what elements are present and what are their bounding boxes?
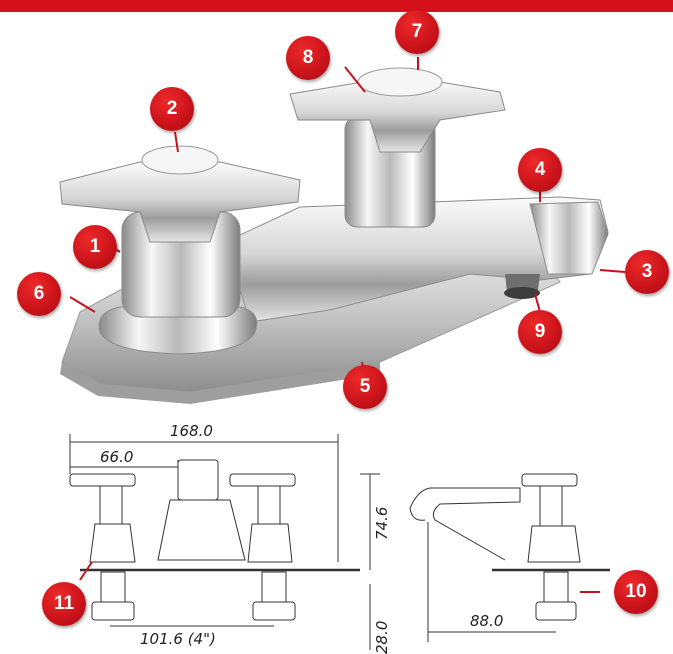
callout-marker-2: 2 <box>150 87 194 131</box>
side-view <box>409 473 581 621</box>
callout-marker-10: 10 <box>614 570 658 614</box>
top-accent-bar <box>0 0 673 12</box>
drawing-leaders <box>79 561 600 593</box>
front-view <box>69 459 296 621</box>
dim-handle-offset: 66.0 <box>100 448 133 466</box>
spout <box>224 196 609 323</box>
callout-marker-9: 9 <box>518 310 562 354</box>
callout-marker-5: 5 <box>343 365 387 409</box>
dim-spout-reach: 88.0 <box>470 612 503 630</box>
dimension-drawing: 168.0 66.0 74.6 101.6 (4") 28.0 88.0 <box>69 422 610 654</box>
callout-marker-7: 7 <box>395 10 439 54</box>
dim-body-height: 74.6 <box>373 507 391 540</box>
callout-marker-3: 3 <box>625 250 669 294</box>
front-handle <box>59 145 301 355</box>
callout-marker-8: 8 <box>286 36 330 80</box>
callout-marker-6: 6 <box>17 272 61 316</box>
rear-handle <box>289 67 506 228</box>
dim-overall-width: 168.0 <box>170 422 213 440</box>
dimension-labels: 168.0 66.0 74.6 101.6 (4") 28.0 88.0 <box>100 422 503 654</box>
dim-center-spacing: 101.6 (4") <box>140 630 216 648</box>
callout-marker-11: 11 <box>42 582 86 626</box>
dim-shank-length: 28.0 <box>373 621 391 654</box>
callout-marker-4: 4 <box>518 148 562 192</box>
faucet-photo <box>59 57 626 404</box>
callout-marker-1: 1 <box>73 225 117 269</box>
dimension-lines <box>69 434 556 650</box>
